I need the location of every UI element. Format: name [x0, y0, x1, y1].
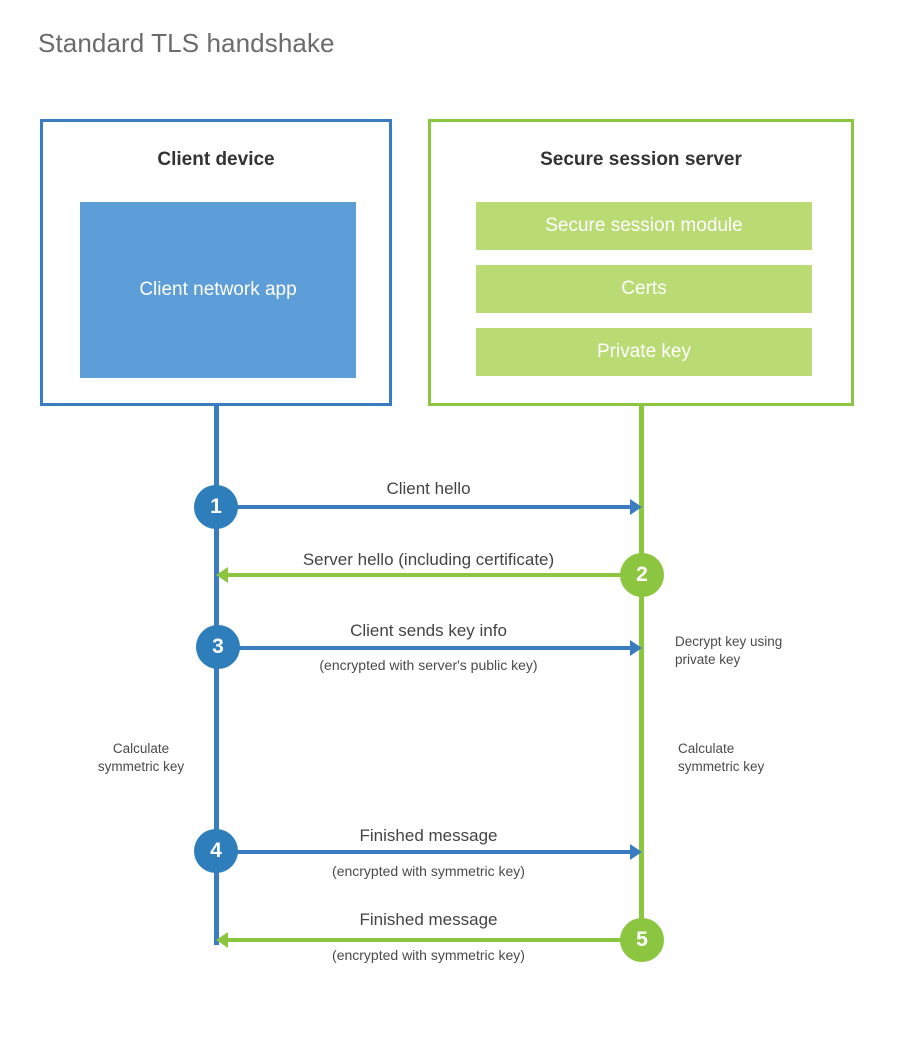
arrow-head-icon: [630, 640, 642, 656]
step-2-arrow: [216, 567, 641, 583]
client-device-title: Client device: [157, 149, 275, 170]
arrow-head-icon: [630, 844, 642, 860]
client-network-app-block: Client network app: [80, 202, 356, 378]
step-5-sublabel: (encrypted with symmetric key): [332, 947, 525, 963]
server-bar-secure-session-module: Secure session module: [476, 202, 812, 250]
secure-session-server-box: Secure session server Secure session mod…: [428, 119, 854, 406]
page-title: Standard TLS handshake: [38, 28, 335, 58]
step-4-sublabel: (encrypted with symmetric key): [332, 863, 525, 879]
step-3-sublabel: (encrypted with server's public key): [319, 657, 538, 673]
step-1-label: Client hello: [386, 479, 471, 498]
step-4-label: Finished message: [359, 826, 498, 845]
arrow-head-icon: [216, 567, 228, 583]
server-bar-certs: Certs: [476, 265, 812, 313]
step-5-arrow: [216, 932, 641, 948]
note-server-calculate-symmetric-key: Calculate symmetric key: [678, 741, 765, 775]
server-bar-private-key: Private key: [476, 328, 812, 376]
step-1-circle: 1: [194, 485, 238, 529]
step-5-circle: 5: [620, 918, 664, 962]
step-4-arrow: [216, 844, 642, 860]
client-lifeline: [214, 406, 219, 945]
arrow-head-icon: [216, 932, 228, 948]
step-5-label: Finished message: [359, 910, 498, 929]
step-4-circle: 4: [194, 829, 238, 873]
note-decrypt-key: Decrypt key using private key: [675, 634, 783, 668]
note-client-calculate-symmetric-key: Calculate symmetric key: [97, 741, 185, 775]
secure-session-server-title: Secure session server: [540, 149, 742, 170]
step-1-arrow: [216, 499, 642, 515]
client-device-box: Client device Client network app: [40, 119, 392, 406]
step-3-arrow: [216, 640, 642, 656]
step-2-circle: 2: [620, 553, 664, 597]
step-2-label: Server hello (including certificate): [302, 550, 555, 569]
server-lifeline: [639, 406, 644, 940]
step-3-label: Client sends key info: [350, 621, 507, 640]
step-3-circle: 3: [196, 625, 240, 669]
arrow-head-icon: [630, 499, 642, 515]
